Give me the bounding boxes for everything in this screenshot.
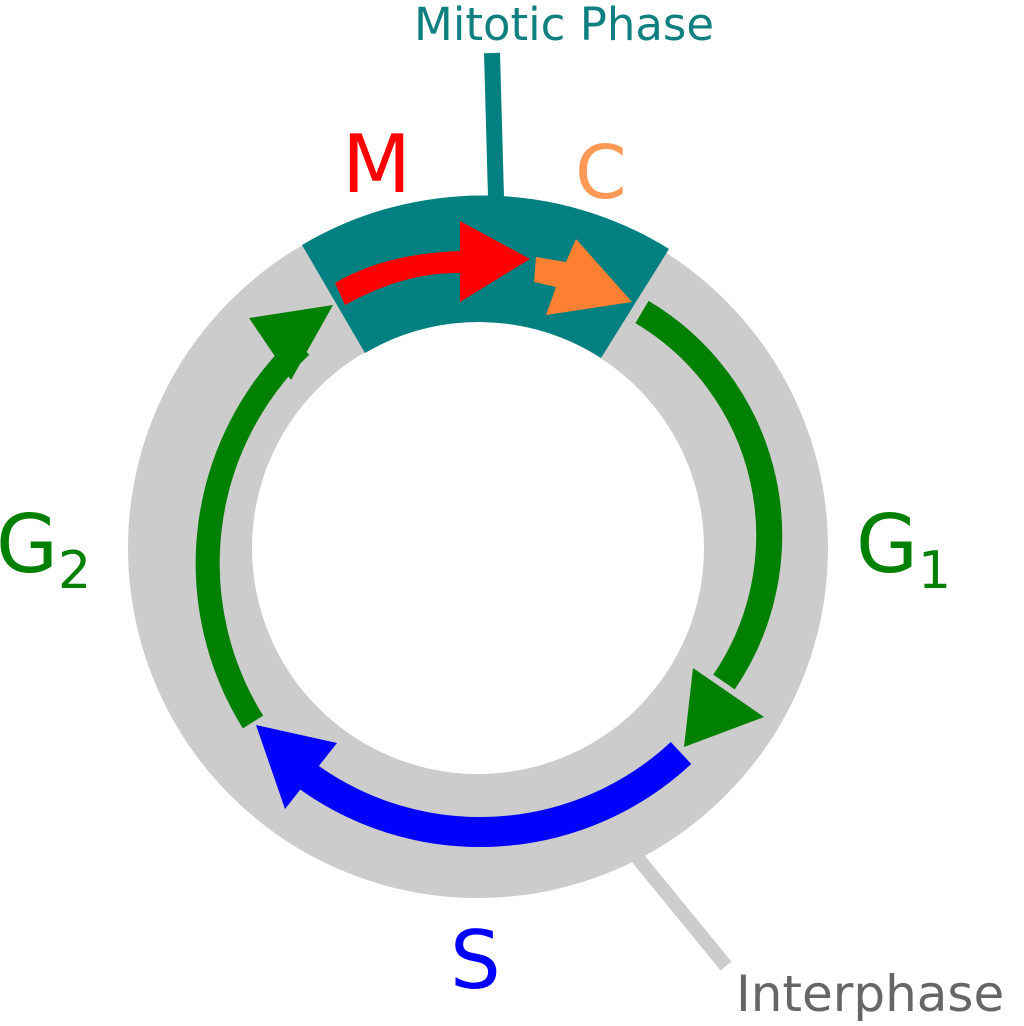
mitotic-phase-label: Mitotic Phase	[414, 0, 714, 51]
s-phase-label: S	[450, 914, 501, 1007]
g2-subscript: 2	[58, 541, 91, 601]
mitotic-phase-leader	[484, 52, 504, 198]
g2-phase-label: G2	[0, 498, 91, 601]
interphase-leader	[630, 851, 732, 971]
g1-main: G	[856, 498, 918, 591]
c-phase-label: C	[575, 130, 627, 216]
c-phase-arrow	[534, 239, 632, 315]
g2-arrowhead	[249, 305, 333, 380]
interphase-label: Interphase	[736, 965, 1004, 1021]
g1-phase-label: G1	[856, 498, 951, 601]
m-phase-arrow	[335, 221, 530, 305]
m-phase-label: M	[342, 118, 411, 211]
g1-arrowhead	[684, 668, 764, 747]
g2-main: G	[0, 498, 58, 591]
s-phase-arrow	[294, 742, 692, 847]
g1-phase-arrow	[635, 300, 783, 690]
g2-phase-arrow	[195, 337, 310, 729]
g1-subscript: 1	[918, 541, 951, 601]
s-arrowhead	[256, 725, 337, 809]
